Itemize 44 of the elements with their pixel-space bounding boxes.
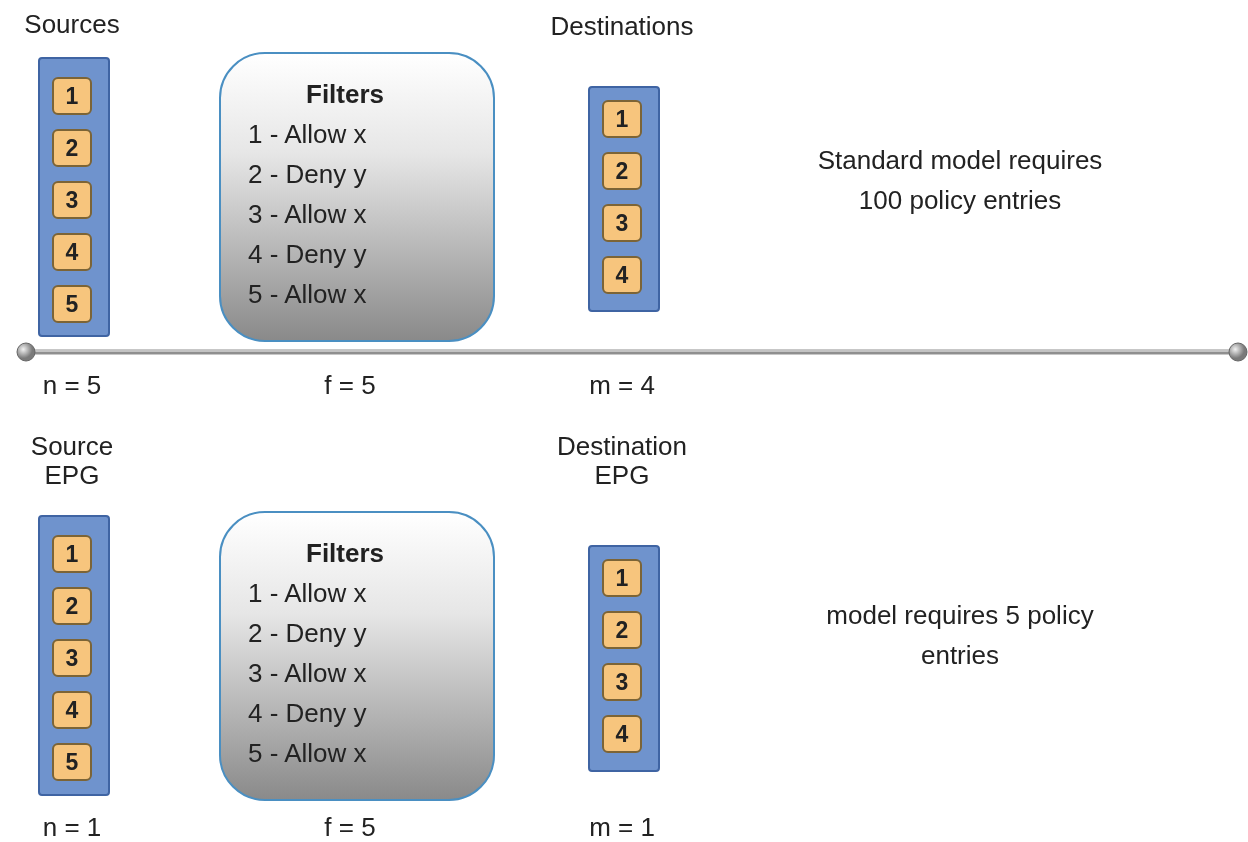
count-label: m = 4 <box>588 370 656 401</box>
numbered-item: 3 <box>602 204 642 242</box>
numbered-item: 5 <box>52 743 92 781</box>
filter-rule: 2 - Deny y <box>248 617 367 650</box>
numbered-item: 2 <box>602 152 642 190</box>
column-heading: Destinations <box>549 12 695 41</box>
numbered-item: 2 <box>52 587 92 625</box>
filters-title: Filters <box>305 78 385 111</box>
numbered-item: 4 <box>52 233 92 271</box>
numbered-item: 1 <box>52 77 92 115</box>
column-heading: Destination EPG <box>555 432 689 490</box>
numbered-item: 2 <box>52 129 92 167</box>
filter-rule: 2 - Deny y <box>248 158 367 191</box>
filter-rule: 1 - Allow x <box>248 577 367 610</box>
filter-rule: 3 - Allow x <box>248 657 367 690</box>
model-note: model requires 5 policy entries <box>825 599 1095 672</box>
numbered-item: 4 <box>52 691 92 729</box>
numbered-item: 5 <box>52 285 92 323</box>
column-heading: Sources <box>23 10 121 39</box>
filters-title: Filters <box>305 537 385 570</box>
count-label: f = 5 <box>323 370 377 401</box>
count-label: n = 5 <box>41 370 103 401</box>
filter-rule: 5 - Allow x <box>248 737 367 770</box>
count-label: m = 1 <box>588 812 656 842</box>
numbered-item: 2 <box>602 611 642 649</box>
count-label: n = 1 <box>41 812 103 842</box>
filter-rule: 4 - Deny y <box>248 697 367 730</box>
numbered-item: 4 <box>602 256 642 294</box>
filters-box <box>219 511 495 801</box>
numbered-item: 3 <box>52 181 92 219</box>
filters-box <box>219 52 495 342</box>
filter-rule: 1 - Allow x <box>248 118 367 151</box>
numbered-item: 4 <box>602 715 642 753</box>
numbered-item: 3 <box>602 663 642 701</box>
filter-rule: 3 - Allow x <box>248 198 367 231</box>
column-heading: Source EPG <box>29 432 115 490</box>
numbered-item: 1 <box>602 100 642 138</box>
filter-rule: 4 - Deny y <box>248 238 367 271</box>
numbered-item: 3 <box>52 639 92 677</box>
filter-rule: 5 - Allow x <box>248 278 367 311</box>
model-note: Standard model requires 100 policy entries <box>816 144 1104 217</box>
count-label: f = 5 <box>323 812 377 842</box>
numbered-item: 1 <box>602 559 642 597</box>
numbered-item: 1 <box>52 535 92 573</box>
